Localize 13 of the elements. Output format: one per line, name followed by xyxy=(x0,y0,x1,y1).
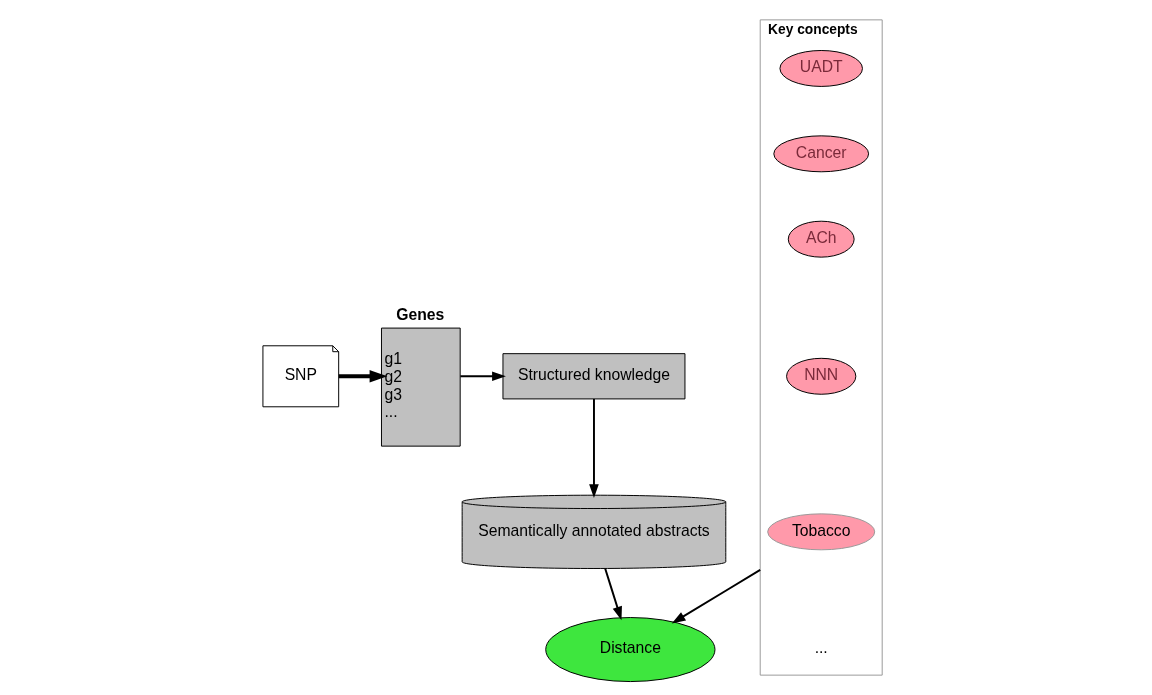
arrow xyxy=(671,568,761,624)
node-ellipse: Distance xyxy=(544,617,715,683)
node-ellipse: UADT xyxy=(778,50,863,87)
arrow xyxy=(588,397,599,499)
node-ellipse: Cancer xyxy=(772,135,869,173)
arrow xyxy=(458,371,506,382)
node-ellipse: NNN xyxy=(785,357,856,395)
node-ellipse: Tobacco xyxy=(766,513,875,551)
node-label: Genes xyxy=(395,306,444,324)
arrow xyxy=(603,567,622,621)
node-box: Structured knowledge xyxy=(502,353,685,400)
arrow xyxy=(338,370,387,383)
node-ellipse: ACh xyxy=(787,220,855,258)
